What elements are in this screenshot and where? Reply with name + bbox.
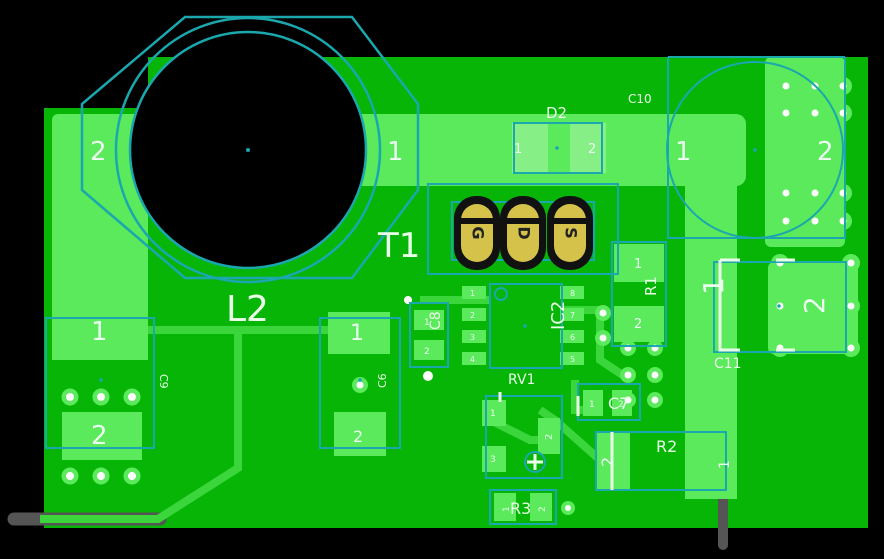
svg-text:2: 2 bbox=[798, 296, 831, 314]
svg-text:2: 2 bbox=[544, 434, 555, 440]
pad-rv1-2 bbox=[538, 418, 560, 454]
ref-ic2: IC2 bbox=[548, 301, 569, 330]
svg-text:1: 1 bbox=[675, 137, 692, 167]
svg-text:1: 1 bbox=[470, 289, 475, 298]
ref-r2: R2 bbox=[656, 437, 677, 456]
c10-outline bbox=[666, 56, 846, 239]
t1-pin-labels: G D S bbox=[469, 226, 581, 239]
pad-c8-2 bbox=[414, 340, 444, 360]
pad-l2-2 bbox=[52, 114, 148, 359]
svg-text:1: 1 bbox=[91, 317, 108, 347]
svg-text:D: D bbox=[515, 226, 534, 239]
svg-text:2: 2 bbox=[634, 317, 642, 332]
svg-text:2: 2 bbox=[817, 137, 834, 167]
pad-r1-1 bbox=[614, 244, 664, 282]
ref-t1: T1 bbox=[377, 226, 420, 266]
svg-text:8: 8 bbox=[570, 289, 575, 298]
svg-text:3: 3 bbox=[490, 455, 496, 465]
pad-d2-1 bbox=[512, 123, 548, 173]
ref-d2: D2 bbox=[546, 104, 567, 122]
ref-r3: R3 bbox=[510, 499, 531, 518]
pad-l2-1 bbox=[352, 114, 746, 186]
svg-text:1: 1 bbox=[717, 460, 733, 469]
pad-r3-1 bbox=[494, 493, 516, 521]
pad-c7-1 bbox=[583, 390, 603, 416]
pad-r3-2 bbox=[530, 493, 552, 521]
pad-c8-1 bbox=[414, 310, 444, 330]
ref-c9: C9 bbox=[157, 374, 170, 389]
ref-rv1: RV1 bbox=[508, 372, 535, 388]
svg-text:1: 1 bbox=[387, 137, 404, 167]
t1-package bbox=[427, 183, 619, 275]
l2-outline bbox=[80, 15, 420, 284]
ref-c7: C7 bbox=[608, 394, 629, 413]
svg-text:2: 2 bbox=[598, 457, 617, 467]
svg-text:6: 6 bbox=[570, 333, 575, 342]
svg-text:4: 4 bbox=[470, 355, 475, 364]
svg-text:1: 1 bbox=[490, 409, 496, 419]
connector-holes bbox=[404, 77, 860, 515]
ref-c11: C11 bbox=[714, 356, 742, 372]
center-markers bbox=[99, 146, 781, 382]
svg-text:1: 1 bbox=[424, 318, 430, 328]
svg-text:2: 2 bbox=[618, 400, 624, 410]
silk-bars bbox=[498, 258, 795, 490]
pad-c9-1 bbox=[52, 318, 148, 360]
svg-text:7: 7 bbox=[570, 311, 575, 320]
pad-r2-1 bbox=[700, 432, 734, 490]
svg-text:2: 2 bbox=[353, 427, 363, 446]
svg-text:1: 1 bbox=[697, 277, 730, 295]
svg-text:1: 1 bbox=[634, 257, 642, 272]
svg-text:2: 2 bbox=[91, 421, 108, 451]
pad-numbers: 2 1 1 2 1 2 1 2 1 2 1 2 1 2 1 2 1 2 1 2 … bbox=[90, 137, 834, 512]
svg-text:2: 2 bbox=[90, 137, 107, 167]
ref-c10: C10 bbox=[628, 92, 652, 106]
svg-text:2: 2 bbox=[538, 506, 548, 512]
ref-c8: C8 bbox=[428, 311, 444, 330]
svg-text:1: 1 bbox=[502, 506, 512, 512]
svg-text:2: 2 bbox=[588, 142, 596, 157]
ic2-pads bbox=[462, 286, 584, 365]
svg-text:5: 5 bbox=[570, 355, 575, 364]
reference-designators: L2 T1 D2 C10 C9 C6 C8 IC2 R1 C11 RV1 C7 … bbox=[157, 92, 742, 518]
svg-text:1: 1 bbox=[514, 142, 522, 157]
pad-r1-2 bbox=[614, 306, 664, 342]
svg-text:G: G bbox=[469, 226, 488, 239]
svg-text:1: 1 bbox=[589, 400, 595, 410]
svg-text:1: 1 bbox=[350, 321, 364, 346]
c9-drills bbox=[66, 393, 136, 480]
svg-text:2: 2 bbox=[470, 311, 475, 320]
ref-l2: L2 bbox=[226, 289, 269, 330]
pad-c9-2 bbox=[62, 412, 142, 460]
svg-text:S: S bbox=[562, 227, 581, 239]
pad-c11-2 bbox=[768, 262, 858, 354]
pad-d2-2 bbox=[570, 123, 606, 173]
pad-c11-1 bbox=[685, 265, 737, 345]
svg-text:3: 3 bbox=[470, 333, 475, 342]
svg-text:2: 2 bbox=[424, 347, 430, 357]
ref-r1: R1 bbox=[642, 276, 660, 296]
ref-c6: C6 bbox=[376, 373, 389, 388]
part-outlines bbox=[45, 122, 847, 525]
